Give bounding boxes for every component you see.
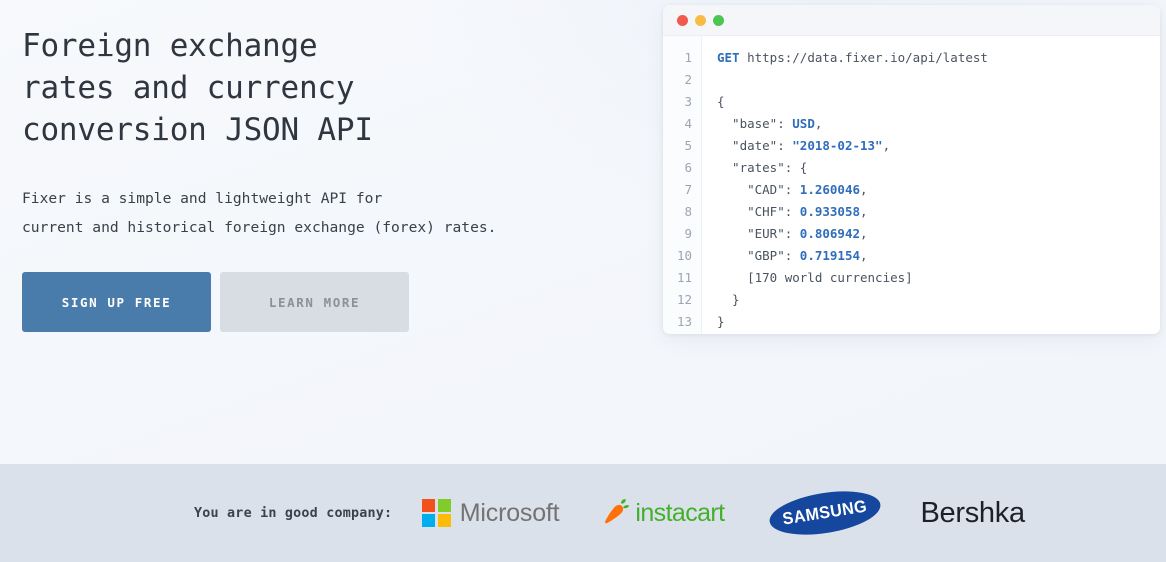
minimize-icon[interactable] — [695, 14, 706, 26]
logo-microsoft: Microsoft — [422, 498, 560, 528]
json-value: 0.933058 — [799, 204, 861, 219]
hero-section: Foreign exchange rates and currency conv… — [0, 0, 1166, 464]
json-value: "2018-02-13" — [792, 138, 883, 153]
line-number: 7 — [684, 182, 692, 197]
line-number: 1 — [684, 50, 692, 65]
subtitle-line-2: current and historical foreign exchange … — [22, 219, 497, 236]
json-value: 0.719154 — [799, 248, 861, 263]
code-line-json: [170 world currencies] — [717, 267, 1160, 289]
code-line-json: "CAD": 1.260046, — [717, 182, 868, 197]
carrot-icon — [604, 497, 630, 530]
line-number-gutter: 1 2 3 4 5 6 7 8 9 10 11 12 13 — [663, 36, 702, 334]
code-line-blank — [717, 69, 1160, 91]
line-number: 10 — [676, 248, 692, 263]
code-line-json: "date": "2018-02-13", — [717, 138, 891, 153]
json-key: [170 world currencies] — [717, 270, 913, 285]
headline-line-1: Foreign exchange — [22, 28, 318, 64]
api-demo-window: 1 2 3 4 5 6 7 8 9 10 11 12 13 GET https: — [663, 5, 1160, 334]
json-response: { "base": USD, "date": "2018-02-13", "ra… — [717, 91, 1160, 333]
microsoft-wordmark: Microsoft — [459, 498, 560, 527]
line-number: 3 — [684, 94, 692, 109]
line-number: 8 — [684, 204, 692, 219]
window-titlebar — [663, 5, 1160, 36]
samsung-ellipse-icon: SAMSUNG — [766, 484, 883, 542]
logo-instacart: instacart — [604, 497, 725, 530]
line-number: 5 — [684, 138, 692, 153]
code-body: 1 2 3 4 5 6 7 8 9 10 11 12 13 GET https: — [663, 36, 1160, 334]
logos-row: You are in good company: Microsoft — [194, 484, 1026, 542]
http-method: GET — [717, 50, 740, 65]
line-number: 11 — [676, 270, 692, 285]
line-number: 6 — [684, 160, 692, 175]
request-url: https://data.fixer.io/api/latest — [747, 50, 988, 65]
logo-bershka: Bershka — [920, 496, 1026, 530]
microsoft-icon — [422, 498, 451, 528]
json-key: "rates": { — [717, 160, 808, 175]
instacart-wordmark: instacart — [635, 498, 725, 527]
code-line-json: "CHF": 0.933058, — [717, 204, 868, 219]
json-key: "date": — [717, 138, 793, 153]
json-value: 1.260046 — [799, 182, 861, 197]
close-icon[interactable] — [677, 14, 688, 26]
code-line-request: GET https://data.fixer.io/api/latest — [717, 47, 1160, 69]
code-line-json: { — [717, 94, 725, 109]
code-line-json: "base": USD, — [717, 116, 823, 131]
cta-button-group: SIGN UP FREE LEARN MORE — [22, 272, 409, 332]
code-line-json: "EUR": 0.806942, — [717, 226, 868, 241]
code-line-json: "GBP": 0.719154, — [717, 248, 868, 263]
json-key: "CAD": — [717, 182, 800, 197]
page-title: Foreign exchange rates and currency conv… — [22, 25, 622, 151]
json-key: "base": — [717, 116, 793, 131]
hero-copy: Foreign exchange rates and currency conv… — [22, 25, 622, 242]
line-number: 13 — [676, 314, 692, 329]
json-key: "EUR": — [717, 226, 800, 241]
maximize-icon[interactable] — [713, 14, 724, 26]
json-key: "CHF": — [717, 204, 800, 219]
bershka-wordmark: Bershka — [920, 496, 1026, 529]
json-value: USD — [792, 116, 815, 131]
code-line-json: "rates": { — [717, 157, 1160, 179]
code-line-json: } — [717, 314, 725, 329]
sign-up-free-button[interactable]: SIGN UP FREE — [22, 272, 211, 332]
subtitle-line-1: Fixer is a simple and lightweight API fo… — [22, 190, 383, 207]
hero-subtitle: Fixer is a simple and lightweight API fo… — [22, 151, 622, 242]
samsung-wordmark: SAMSUNG — [780, 496, 868, 529]
line-number: 4 — [684, 116, 692, 131]
line-number: 12 — [676, 292, 692, 307]
json-value: 0.806942 — [799, 226, 861, 241]
customer-logos-band: You are in good company: Microsoft — [0, 464, 1166, 562]
headline-line-3: conversion JSON API — [22, 112, 373, 148]
headline-line-2: rates and currency — [22, 70, 355, 106]
line-number: 9 — [684, 226, 692, 241]
good-company-label: You are in good company: — [194, 505, 393, 521]
learn-more-button[interactable]: LEARN MORE — [220, 272, 409, 332]
json-key: "GBP": — [717, 248, 800, 263]
code-line-json: } — [717, 292, 740, 307]
code-content: GET https://data.fixer.io/api/latest { "… — [702, 36, 1160, 334]
logo-samsung: SAMSUNG — [766, 484, 883, 542]
line-number: 2 — [684, 72, 692, 87]
